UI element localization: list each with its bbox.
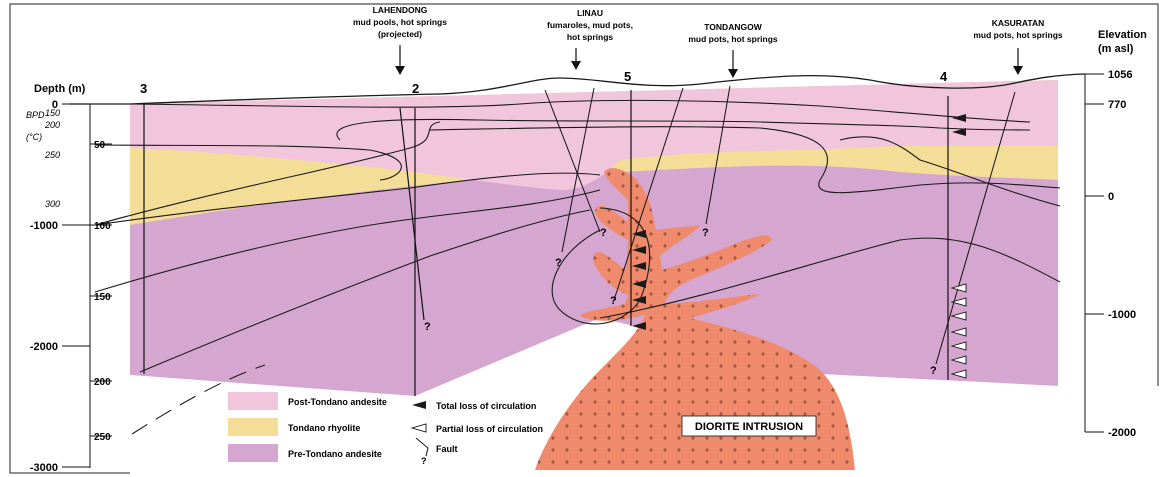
feature-desc: mud pools, hot springs: [353, 17, 447, 27]
surface-features: LAHENDONG mud pools, hot springs (projec…: [353, 5, 1063, 78]
elevation-axis-unit: (m asl): [1098, 43, 1134, 55]
elevation-tick: -1000: [1108, 309, 1136, 321]
well-label-4: 4: [940, 69, 948, 84]
legend-label: Fault: [436, 444, 458, 454]
elevation-tick: 770: [1108, 99, 1126, 111]
isotherm-tick: 250: [94, 432, 111, 443]
feature-name: LAHENDONG: [373, 5, 428, 15]
feature-desc: mud pots, hot springs: [688, 34, 778, 44]
bpd-tick: 300: [45, 199, 60, 209]
elevation-axis: Elevation (m asl) 1056 770 0 -1000 -2000: [1085, 29, 1147, 439]
arrow-down-icon: [728, 69, 738, 78]
feature-desc: hot springs: [567, 32, 614, 42]
question-mark: ?: [421, 456, 427, 466]
question-mark: ?: [702, 227, 709, 239]
legend-label: Pre-Tondano andesite: [288, 449, 382, 459]
question-mark: ?: [600, 227, 607, 239]
question-mark: ?: [555, 257, 562, 269]
depth-tick: -3000: [30, 462, 58, 474]
legend-label: Partial loss of circulation: [436, 424, 543, 434]
well-label-2: 2: [412, 81, 419, 96]
question-mark: ?: [424, 321, 431, 333]
isotherm-tick: 100: [94, 221, 111, 232]
bpd-unit: (°C): [26, 132, 42, 142]
depth-tick: -1000: [30, 220, 58, 232]
well-label-5: 5: [624, 69, 631, 84]
elevation-tick: -2000: [1108, 427, 1136, 439]
arrow-down-icon: [1013, 66, 1023, 75]
feature-name: KASURATAN: [992, 18, 1045, 28]
isotherm-tick: 200: [94, 377, 111, 388]
well-label-3: 3: [140, 81, 147, 96]
legend-swatch-rhyolite: [228, 418, 278, 436]
intrusion-label: DIORITE INTRUSION: [695, 421, 803, 433]
question-mark: ?: [610, 295, 617, 307]
isotherm-tick: 150: [94, 292, 111, 303]
elevation-axis-title: Elevation: [1098, 29, 1147, 41]
feature-desc: fumaroles, mud pots,: [547, 20, 633, 30]
legend-swatch-pre-tondano: [228, 444, 278, 462]
elevation-tick: 0: [1108, 191, 1114, 203]
bpd-tick: 200: [44, 120, 60, 130]
feature-name: LINAU: [577, 8, 603, 18]
depth-axis: Depth (m) 0 -1000 -2000 -3000 BPD (°C) 1…: [26, 83, 112, 474]
depth-axis-title: Depth (m): [34, 83, 86, 95]
elevation-tick: 1056: [1108, 69, 1132, 81]
arrow-down-icon: [571, 61, 581, 70]
legend-label: Total loss of circulation: [436, 401, 536, 411]
arrow-down-icon: [395, 66, 405, 75]
feature-desc: mud pots, hot springs: [973, 30, 1063, 40]
bpd-label: BPD: [26, 110, 45, 120]
question-mark: ?: [930, 365, 937, 377]
feature-name: TONDANGOW: [704, 22, 762, 32]
bpd-tick: 150: [45, 108, 60, 118]
depth-tick: -2000: [30, 341, 58, 353]
feature-desc: (projected): [378, 29, 422, 39]
legend-label: Tondano rhyolite: [288, 423, 360, 433]
isotherm-tick: 50: [94, 140, 106, 151]
legend-swatch-post-tondano: [228, 392, 278, 410]
legend-label: Post-Tondano andesite: [288, 397, 387, 407]
bpd-tick: 250: [44, 150, 60, 160]
